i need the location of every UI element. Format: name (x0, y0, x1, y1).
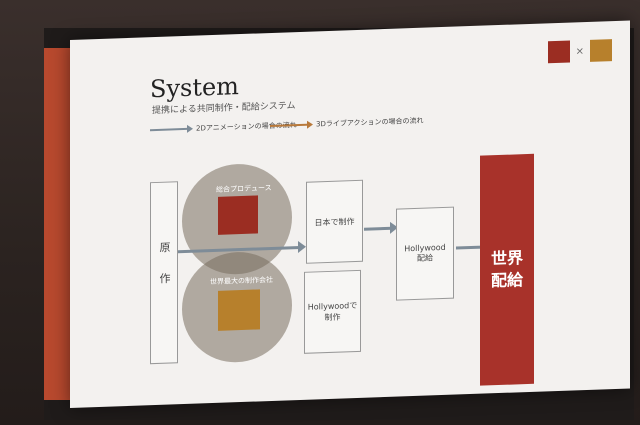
cross-mark: × (575, 45, 584, 57)
world-distribution-box: 世界 配給 (480, 153, 534, 386)
japan-box: 日本で制作 (306, 179, 363, 264)
gray-arrow-icon (150, 127, 190, 132)
header-logos: × (547, 39, 612, 64)
slide: System 提携による共同制作・配給システム × 2Dアニメーションの場合の流… (70, 20, 630, 409)
hollywood-box: Hollywoodで 制作 (304, 269, 361, 354)
producer-label: 総合プロデュース (216, 183, 272, 194)
studio-logo-icon (218, 289, 260, 331)
producer-logo-icon (218, 195, 258, 235)
slide-left-band (44, 48, 70, 400)
flow-arrow-2 (364, 226, 392, 231)
legend-3d-label: 3Dライブアクションの場合の流れ (316, 116, 424, 129)
brown-arrow-icon (270, 123, 310, 128)
legend-3d: 3Dライブアクションの場合の流れ (270, 116, 424, 131)
distribution-box: Hollywood 配給 (396, 206, 454, 301)
legacy-logo-icon (590, 39, 612, 62)
kazanshou-logo-icon (547, 40, 570, 64)
flow-arrow-3 (456, 245, 482, 250)
slide-title: System (150, 72, 239, 104)
source-box: 原作 (150, 181, 178, 365)
